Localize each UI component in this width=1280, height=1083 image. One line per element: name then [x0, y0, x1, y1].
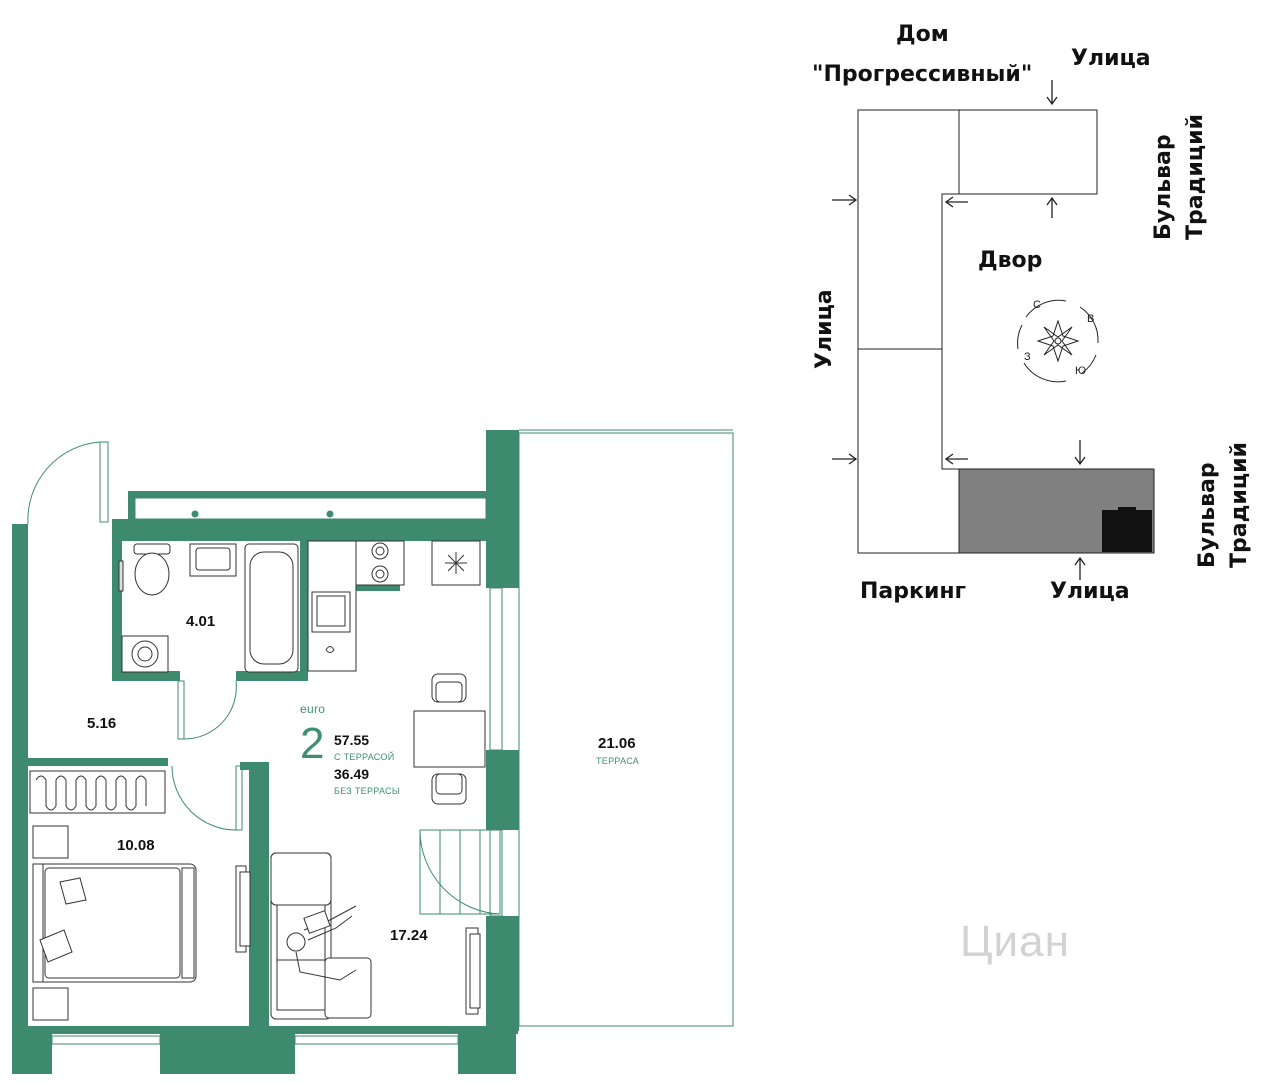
total-area: 57.55	[334, 732, 370, 748]
compass-rose	[1017, 299, 1099, 383]
street-left-label: Улица	[812, 289, 837, 369]
walls	[12, 430, 519, 1074]
rooms-count: 2	[300, 719, 325, 768]
boulevard-top-label: Бульвар Традиций	[1151, 114, 1208, 240]
parking-label: Паркинг	[860, 579, 967, 604]
compass-west: З	[1024, 351, 1031, 363]
doors	[27, 441, 501, 915]
street-top-label: Улица	[1071, 46, 1151, 71]
area-without-terrace-note: БЕЗ ТЕРРАСЫ	[334, 786, 401, 796]
compass-south: Ю	[1075, 365, 1087, 377]
floor-plan	[12, 429, 734, 1074]
apartment-type: euro	[300, 702, 326, 716]
dining-set	[413, 673, 486, 805]
total-area-note: С ТЕРРАСОЙ	[334, 752, 395, 762]
area-living: 17.24	[390, 927, 428, 944]
building-outline	[857, 109, 1098, 554]
area-hallway: 5.16	[87, 715, 117, 732]
terrace-label: ТЕРРАСА	[596, 756, 640, 766]
street-bottom-label: Улица	[1050, 579, 1130, 604]
bathroom-fixtures	[118, 543, 299, 673]
terrace-outline	[518, 432, 734, 1027]
boulevard-bottom-label: Бульвар Традиций	[1195, 442, 1252, 568]
area-bedroom: 10.08	[117, 837, 155, 854]
site-plan	[832, 80, 1155, 580]
bedroom-furniture	[29, 770, 251, 1021]
compass-north: С	[1033, 299, 1042, 311]
living-furniture	[270, 852, 481, 1020]
house-label-line1: Дом	[896, 22, 949, 47]
watermark: Циан	[960, 917, 1070, 966]
house-label-line2: "Прогрессивный"	[812, 62, 1033, 87]
entrance-arrows	[832, 80, 1086, 580]
current-section-marker	[1102, 510, 1152, 552]
area-terrace: 21.06	[598, 735, 636, 752]
area-without-terrace: 36.49	[334, 766, 370, 782]
kitchen-fixtures	[307, 540, 481, 672]
yard-label: Двор	[978, 248, 1043, 273]
area-bathroom: 4.01	[186, 613, 216, 630]
compass-east: В	[1087, 313, 1095, 325]
